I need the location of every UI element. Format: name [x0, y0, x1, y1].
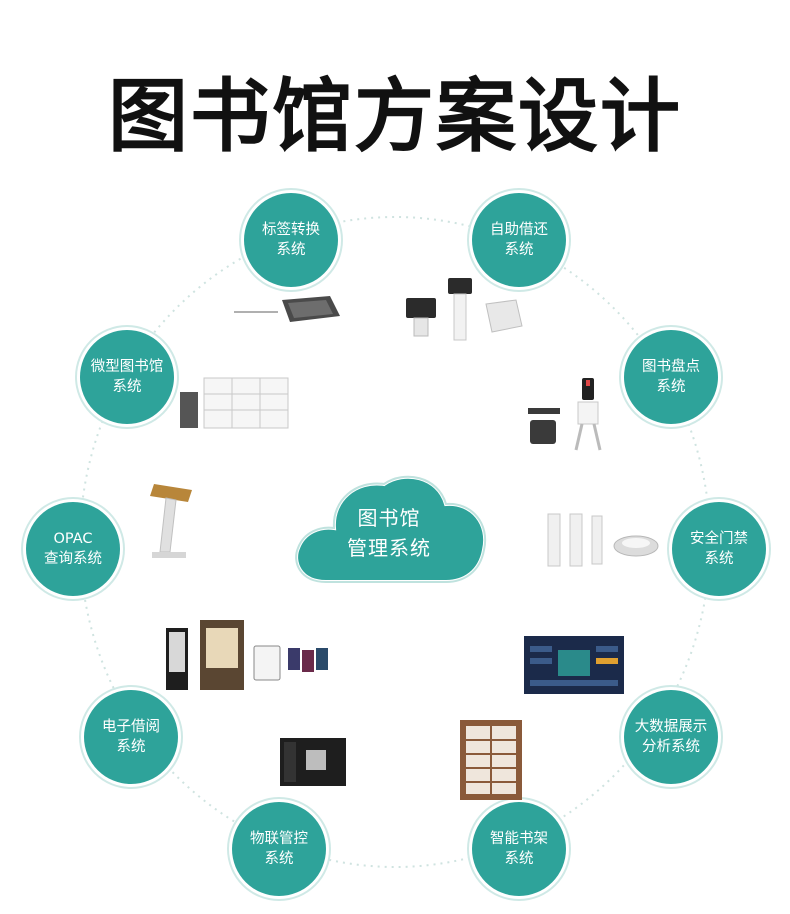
- node-line1: 标签转换: [262, 222, 320, 238]
- node-line1: 电子借阅: [102, 719, 160, 735]
- tag-converter-device-icon: [234, 296, 340, 322]
- node-self-service[interactable]: 自助借还 系统: [472, 193, 566, 287]
- node-line1: 图书盘点: [642, 359, 700, 375]
- node-opac[interactable]: OPAC 查询系统: [26, 502, 120, 596]
- node-line2: 系统: [276, 242, 306, 258]
- node-line1: 微型图书馆: [90, 359, 164, 375]
- center-label: 图书馆 管理系统: [296, 503, 482, 563]
- node-line2: 系统: [504, 242, 534, 258]
- cloud-icon: [294, 474, 488, 584]
- node-line1: OPAC: [53, 531, 93, 547]
- node-tag-conversion[interactable]: 标签转换 系统: [244, 193, 338, 287]
- node-iot-control[interactable]: 物联管控 系统: [232, 802, 326, 896]
- node-inventory[interactable]: 图书盘点 系统: [624, 330, 718, 424]
- node-smart-shelf[interactable]: 智能书架 系统: [472, 802, 566, 896]
- opac-kiosk-icon: [150, 484, 192, 558]
- node-e-reading[interactable]: 电子借阅 系统: [84, 690, 178, 784]
- security-gate-icon: [547, 513, 659, 567]
- node-line2: 系统: [656, 379, 686, 395]
- node-line1: 安全门禁: [690, 531, 748, 547]
- node-line2: 系统: [112, 379, 142, 395]
- node-line2: 系统: [116, 739, 146, 755]
- data-dashboard-icon: [524, 636, 624, 694]
- node-line2: 分析系统: [642, 739, 700, 755]
- center-line2: 管理系统: [347, 536, 431, 560]
- node-line2: 系统: [264, 851, 294, 867]
- node-line1: 自助借还: [490, 222, 548, 238]
- node-security-gate[interactable]: 安全门禁 系统: [672, 502, 766, 596]
- inventory-scanner-icon: [528, 378, 602, 451]
- center-line1: 图书馆: [357, 506, 421, 530]
- node-line2: 系统: [504, 851, 534, 867]
- node-line2: 系统: [704, 551, 734, 567]
- e-reading-devices-icon: [166, 620, 328, 690]
- node-line1: 大数据展示: [634, 719, 708, 735]
- page-title: 图书馆方案设计: [108, 70, 682, 163]
- node-big-data[interactable]: 大数据展示 分析系统: [624, 690, 718, 784]
- self-service-kiosk-icon: [406, 278, 523, 341]
- node-line1: 智能书架: [490, 831, 548, 847]
- node-mini-library[interactable]: 微型图书馆 系统: [80, 330, 174, 424]
- iot-control-screen-icon: [280, 738, 346, 786]
- node-line1: 物联管控: [250, 831, 308, 847]
- mini-library-cabinet-icon: [180, 377, 289, 429]
- node-line2: 查询系统: [44, 551, 102, 567]
- smart-shelf-icon: [460, 720, 522, 800]
